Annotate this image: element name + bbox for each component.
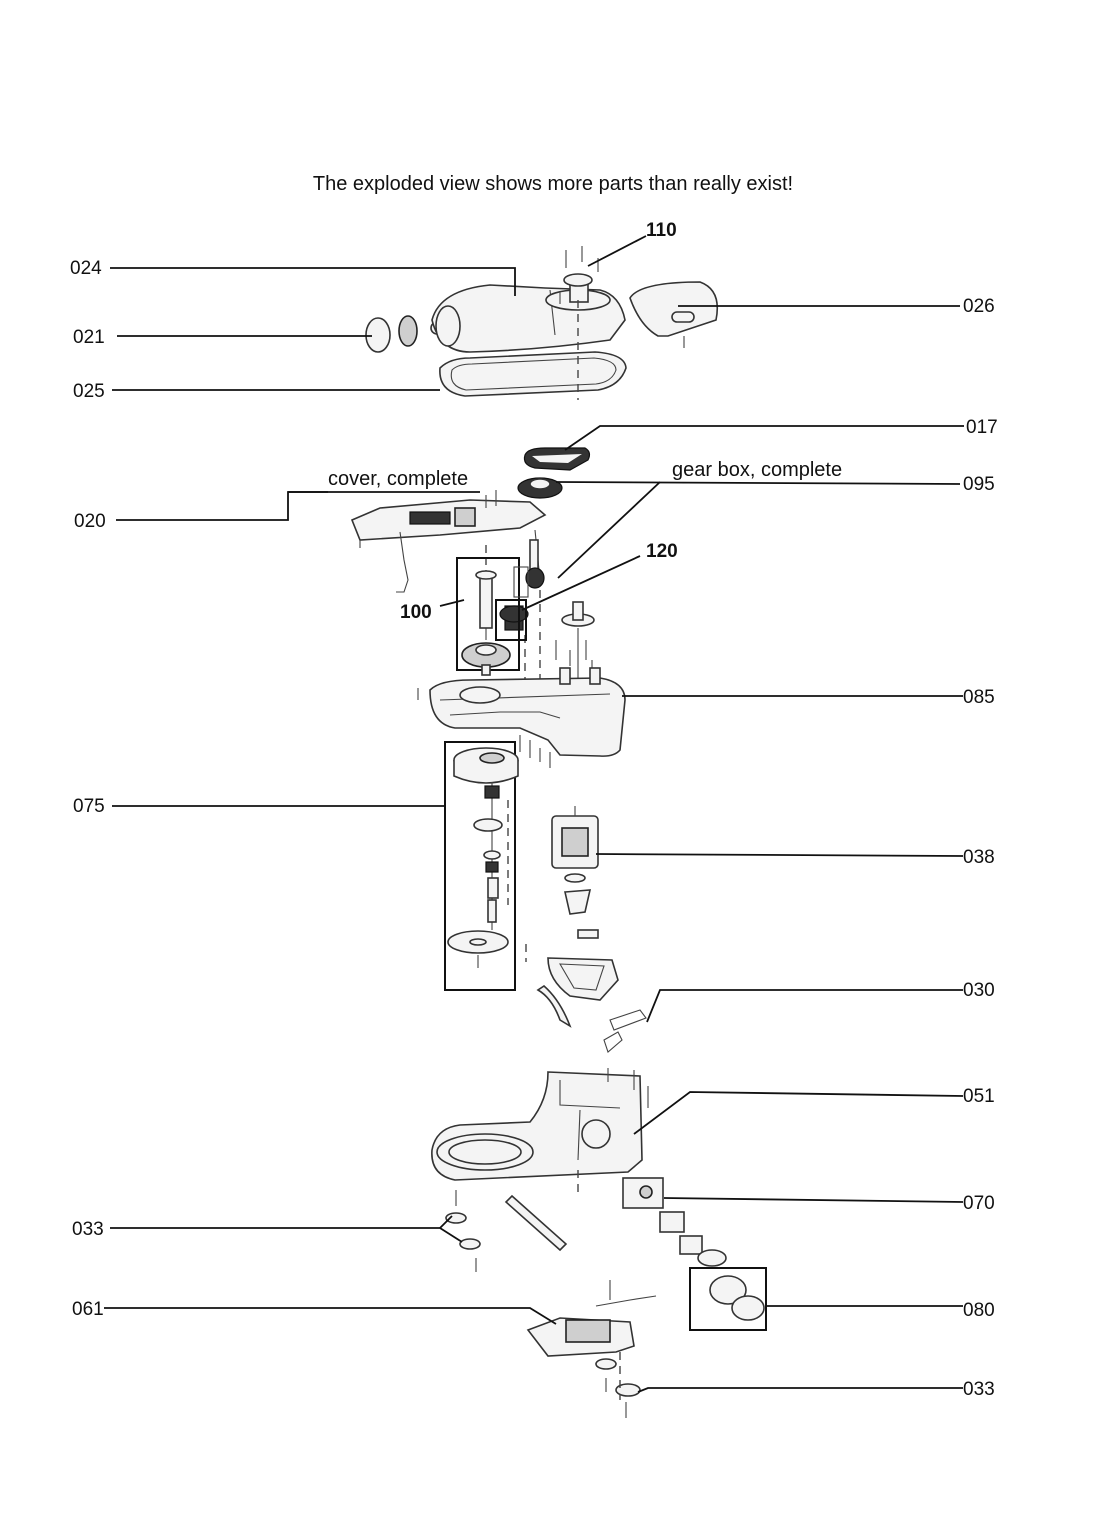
head-cover-drawing [365,246,719,400]
base-housing-drawing [431,1068,649,1252]
gearbox-pinion-box-drawing [495,566,529,641]
callout-017: 017 [966,417,998,438]
motor-drawing [551,806,599,939]
callout-051: 051 [963,1086,995,1107]
gearbox-upper-drawing [350,447,591,690]
callout-025: 025 [73,381,105,402]
planetary-assembly-box-drawing [444,741,527,991]
callout-080: 080 [963,1300,995,1321]
callout-075: 075 [73,796,105,817]
callout-095: 095 [963,474,995,495]
gearbox-shaft-box-drawing [456,557,520,676]
callout-085: 085 [963,687,995,708]
speed-control-drawing [622,1177,767,1331]
callout-021: 021 [73,327,105,348]
callout-061: 061 [72,1299,104,1320]
gearbox-right-parts-drawing [555,601,595,682]
label-cover-complete: cover, complete [328,468,468,490]
callout-024: 024 [70,258,102,279]
callout-120: 120 [646,541,678,562]
label-gear-box-complete: gear box, complete [672,459,842,481]
callout-110: 110 [646,220,677,241]
callout-033-right: 033 [963,1379,995,1400]
feet-and-bottom-plate-drawing [445,1190,657,1418]
exploded-view-note: The exploded view shows more parts than … [313,173,793,195]
leader-lines [104,235,964,1393]
gear-housing-drawing [417,667,626,768]
callout-038: 038 [963,847,995,868]
callout-030: 030 [963,980,995,1001]
callout-026: 026 [963,296,995,317]
callout-070: 070 [963,1193,995,1214]
motor-support-drawing [536,957,647,1053]
callout-033-left: 033 [72,1219,104,1240]
callout-020: 020 [74,511,106,532]
callout-100: 100 [400,602,432,623]
